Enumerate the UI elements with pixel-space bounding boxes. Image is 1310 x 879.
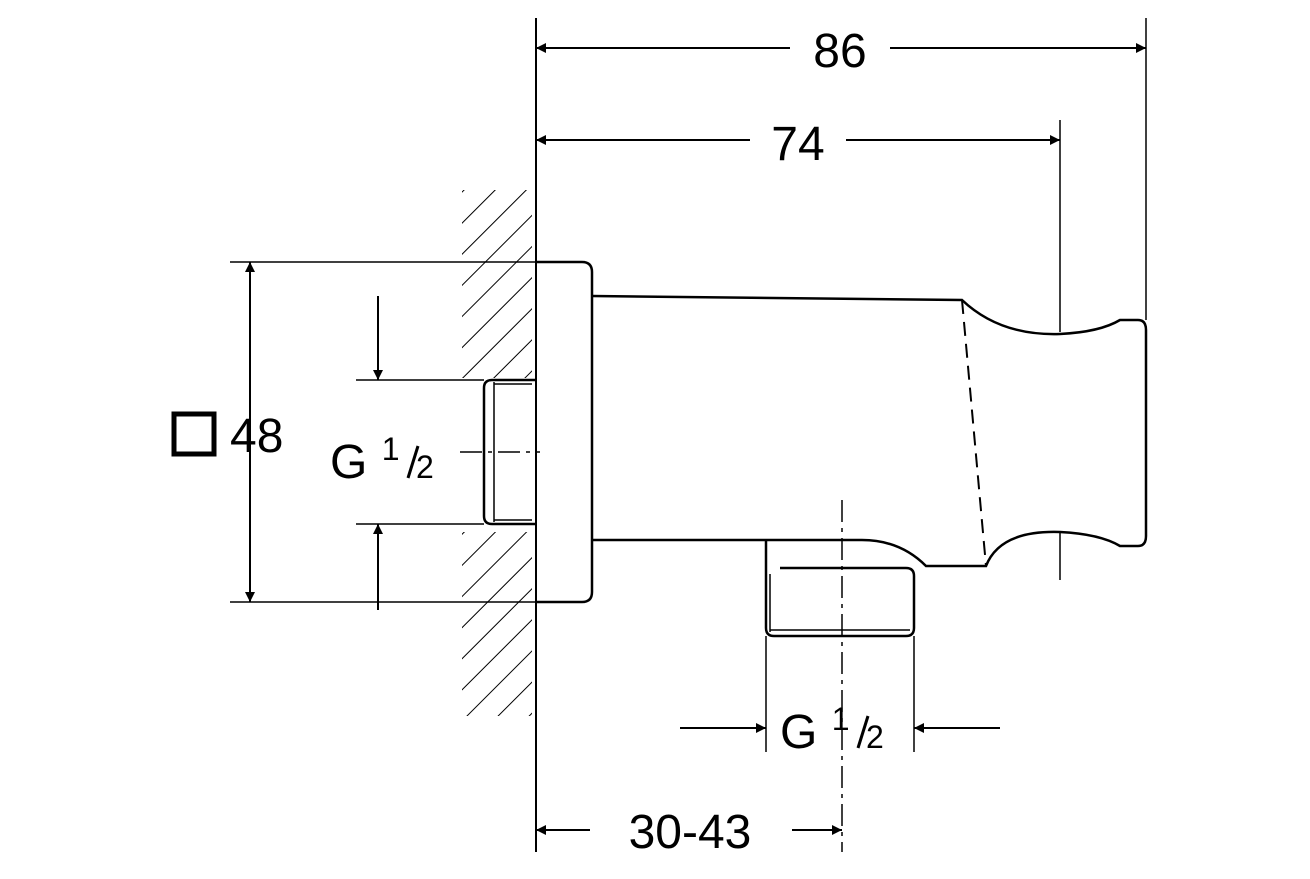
dim-wall-thread: G 1 2	[330, 296, 434, 610]
dim-48-label: 48	[230, 410, 283, 463]
dim-74-label: 74	[771, 118, 824, 171]
dim-30-43: 30-43	[536, 806, 842, 859]
dim-30-43-label: 30-43	[629, 806, 752, 859]
rosette-outline	[536, 260, 594, 604]
wall-hatching	[462, 190, 532, 716]
dim-86-label: 86	[813, 25, 866, 78]
extension-lines	[230, 18, 1147, 752]
outlet-thread-den: 2	[866, 719, 884, 755]
hidden-edge	[961, 299, 987, 567]
wall-thread	[460, 378, 540, 526]
dim-48: 48	[171, 262, 283, 602]
outlet-thread-label: G 1	[780, 701, 850, 759]
dim-86: 86	[536, 25, 1146, 78]
holder-body-outline	[591, 294, 1148, 568]
wall-thread-den: 2	[416, 449, 434, 485]
dim-outlet-thread: G 1 2	[680, 701, 1000, 759]
outlet-thread	[764, 500, 916, 852]
wall-thread-label: G 1	[330, 431, 400, 489]
square-symbol-icon	[171, 411, 217, 457]
dim-74: 74	[536, 118, 1060, 171]
